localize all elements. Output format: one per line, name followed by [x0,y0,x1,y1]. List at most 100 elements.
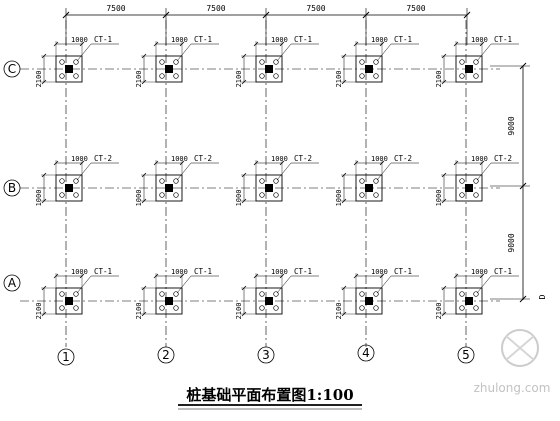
pile-circle [159,73,165,79]
row-axis-labels: C B A [3,60,21,292]
pile-circle [159,291,165,297]
pile-circle [159,178,165,184]
cap-type-tag: CT-2 [94,154,112,163]
cap-outline [455,287,483,315]
cap-outline [255,287,283,315]
right-dim-B-A: 9000 [507,233,516,252]
cap-outline [55,174,83,202]
cap-top-dimension: 1000 [371,268,388,276]
pile-cap: 1000 2100 CT-1 [135,35,219,87]
pile-circle [73,59,79,65]
row-label-B: B [8,181,16,195]
cap-type-tag: CT-1 [194,35,212,44]
pile-circle [73,291,79,297]
cap-type-tag: CT-1 [94,35,112,44]
watermark: zhulong.com [474,329,550,395]
row-label-C: C [8,62,16,76]
cap-type-tag: CT-1 [394,35,412,44]
cap-left-dimension: 2100 [35,303,43,320]
pile-circle [259,192,265,198]
cap-outline [455,55,483,83]
row-label-A: A [8,276,17,290]
cap-outline [55,55,83,83]
column-block [365,65,373,73]
pile-circle [373,73,379,79]
pile-circle [273,59,279,65]
cap-left-dimension: 1000 [135,190,143,207]
pile-circle [473,305,479,311]
cap-type-tag: CT-1 [394,267,412,276]
cap-type-tag: CT-2 [294,154,312,163]
column-axis-labels: 1 2 3 4 5 [57,344,475,366]
pile-circle [459,291,465,297]
top-dimension-chain: 7500 7500 7500 7500 [62,4,471,45]
column-block [465,297,473,305]
pile-circle [459,305,465,311]
pile-circle [373,192,379,198]
cap-left-dimension: 1000 [235,190,243,207]
right-dimension-chain: 9000 9000 D [490,62,547,303]
pile-circle [473,178,479,184]
cap-type-tag: CT-1 [194,267,212,276]
cap-top-dimension: 1000 [471,36,488,44]
pile-circle [73,192,79,198]
pile-circle [373,305,379,311]
pile-circle [473,192,479,198]
pile-circle [273,192,279,198]
top-dim-4-5: 7500 [406,4,425,13]
pile-circle [73,73,79,79]
column-block [365,297,373,305]
column-block [465,65,473,73]
pile-circle [459,59,465,65]
cap-top-dimension: 1000 [371,155,388,163]
pile-circle [259,59,265,65]
pile-circle [459,178,465,184]
column-block [65,65,73,73]
pile-circle [173,73,179,79]
pile-circle [159,305,165,311]
pile-circle [359,305,365,311]
cap-left-dimension: 1000 [35,190,43,207]
column-block [65,184,73,192]
pile-circle [473,291,479,297]
pile-circle [359,59,365,65]
cap-left-dimension: 1000 [335,190,343,207]
cap-top-dimension: 1000 [471,155,488,163]
top-dim-2-3: 7500 [206,4,225,13]
pile-cap: 1000 1000 CT-2 [235,154,319,206]
pile-circle [159,192,165,198]
cap-top-dimension: 1000 [171,36,188,44]
cap-left-dimension: 2100 [235,71,243,88]
cap-top-dimension: 1000 [271,155,288,163]
pile-circle [359,192,365,198]
cap-top-dimension: 1000 [271,268,288,276]
pile-circle [373,291,379,297]
pile-circle [273,73,279,79]
cap-outline [155,55,183,83]
pile-circle [59,73,65,79]
column-block [165,297,173,305]
cap-top-dimension: 1000 [471,268,488,276]
pile-circle [173,59,179,65]
pile-circle [473,59,479,65]
pile-circle [473,73,479,79]
cap-type-tag: CT-2 [194,154,212,163]
cap-outline [155,287,183,315]
pile-circle [59,178,65,184]
pile-circle [259,305,265,311]
cap-left-dimension: 2100 [135,71,143,88]
pile-circle [359,73,365,79]
cap-left-dimension: 2100 [35,71,43,88]
pile-circle [59,59,65,65]
pile-circle [273,305,279,311]
